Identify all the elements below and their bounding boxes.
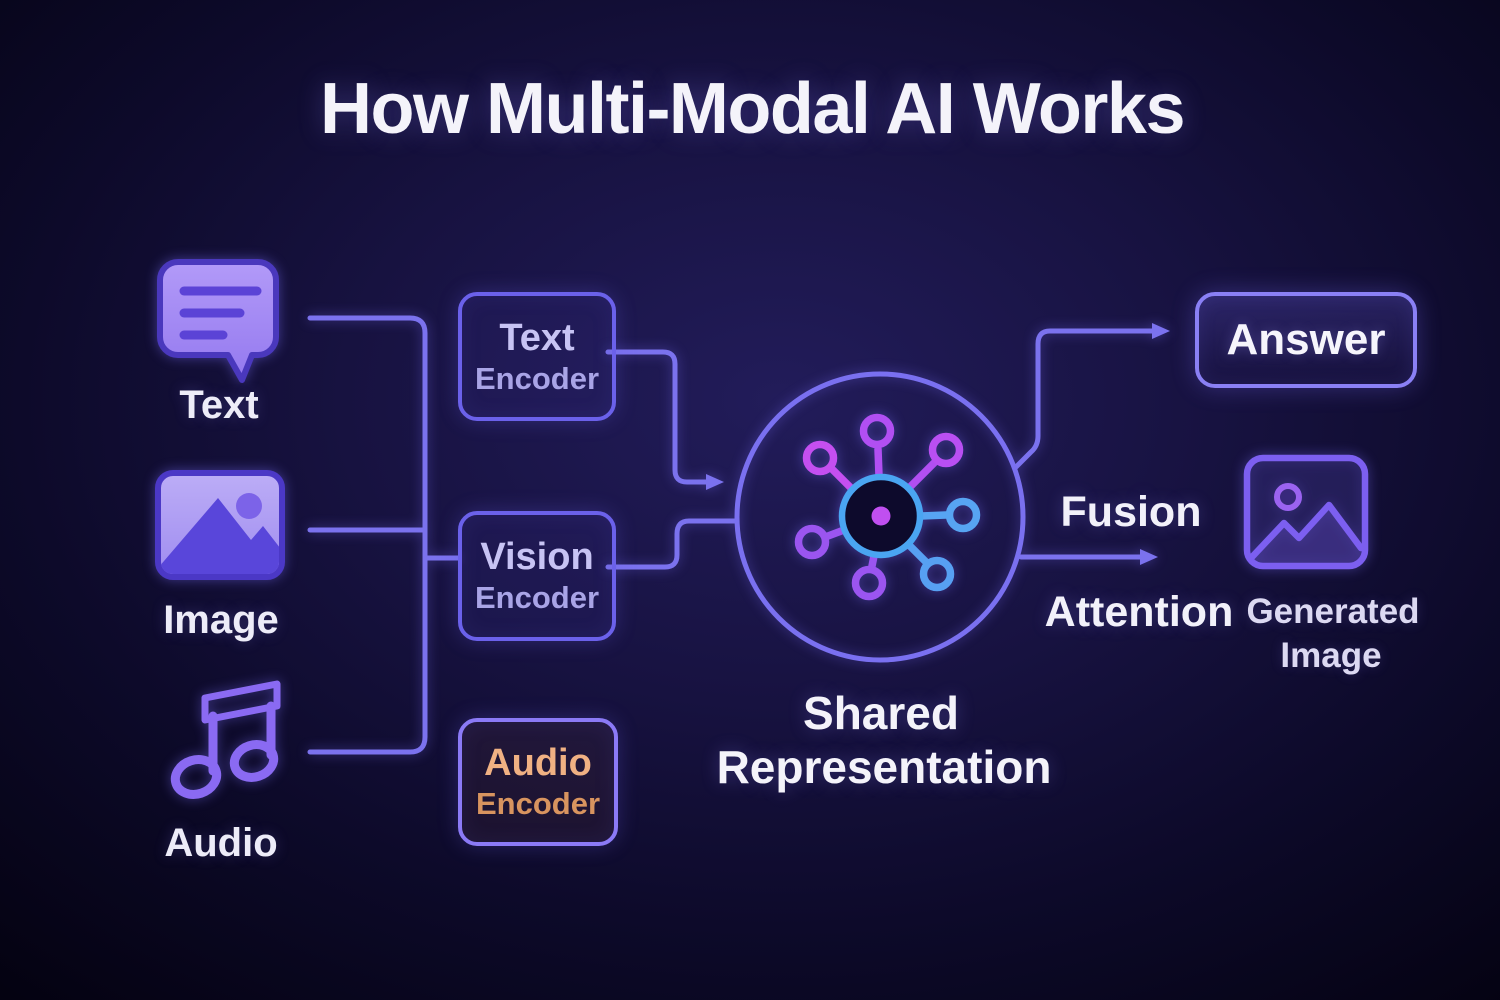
- input-wires: [307, 315, 461, 755]
- shared-representation-circle: [734, 371, 1026, 663]
- audio-encoder-label-line1: Audio: [484, 742, 592, 785]
- generated-label-line1: Generated: [1246, 592, 1420, 631]
- music-note-icon: [170, 680, 281, 799]
- shared-label-line2: Representation: [716, 741, 1052, 793]
- input-label-audio: Audio: [164, 821, 278, 865]
- answer-wire: [1013, 323, 1170, 470]
- shared-label-line1: Shared: [803, 687, 959, 739]
- vision-encoder-label-line2: Encoder: [474, 580, 600, 616]
- image-icon: [155, 470, 285, 580]
- generated-label-line2: Image: [1280, 636, 1382, 675]
- input-label-text: Text: [179, 383, 259, 427]
- text-encoder-box: Text Encoder: [458, 292, 616, 421]
- hub-center-dot: [871, 506, 891, 526]
- hub-network-icon: [794, 413, 981, 601]
- audio-encoder-box: Audio Encoder: [458, 718, 618, 846]
- vision-encoder-box: Vision Encoder: [458, 511, 616, 641]
- arrowhead-fusion: [1140, 549, 1158, 565]
- text-encoder-label-line2: Encoder: [474, 360, 600, 396]
- attention-label: Attention: [1044, 588, 1234, 636]
- page-title: How Multi-Modal AI Works: [320, 69, 1185, 149]
- vision-encoder-wire: [605, 518, 740, 570]
- audio-encoder-label-line2: Encoder: [475, 786, 601, 822]
- text-encoder-wire: [605, 349, 724, 490]
- image-icon-sun: [236, 493, 262, 519]
- generated-image-sun: [1274, 483, 1302, 511]
- fusion-arrow: [1018, 549, 1158, 565]
- arrowhead-into-circle: [706, 474, 724, 490]
- vision-encoder-label-line1: Vision: [480, 536, 594, 579]
- chat-bubble-icon: [157, 259, 279, 383]
- generated-image-icon: [1243, 454, 1369, 570]
- fusion-label: Fusion: [1060, 488, 1202, 536]
- input-label-image: Image: [163, 598, 279, 642]
- answer-label: Answer: [1226, 315, 1386, 364]
- arrowhead-to-answer: [1152, 323, 1170, 339]
- answer-box: Answer: [1195, 292, 1417, 388]
- text-encoder-label-line1: Text: [499, 316, 575, 359]
